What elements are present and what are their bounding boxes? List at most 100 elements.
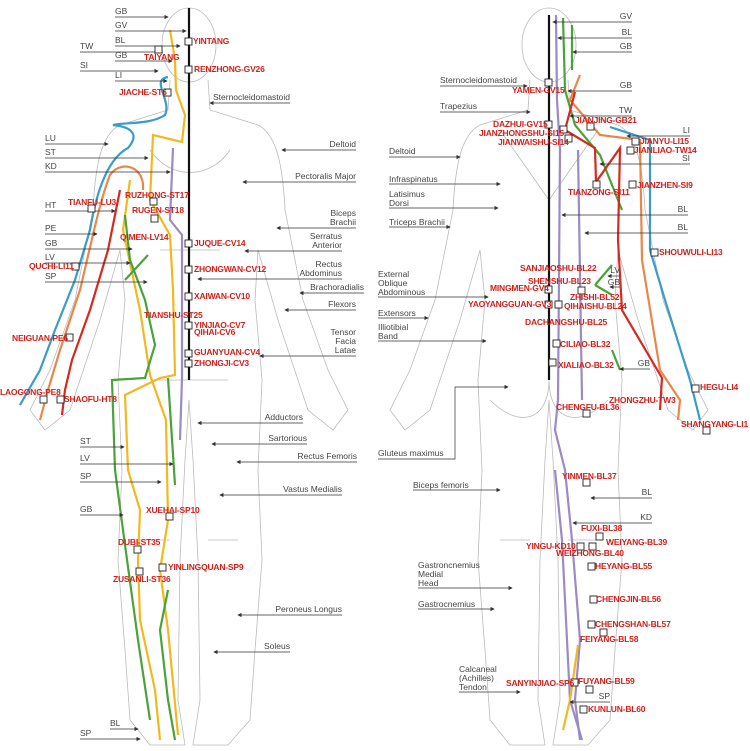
acupoint-label: SANJIAOSHU-BL22 xyxy=(520,263,597,273)
muscle-label: Rectus Abdominus xyxy=(299,259,342,278)
acupoint-label: YINMEN-BL37 xyxy=(562,471,617,481)
acupoint-label: ZHONGWAN-CV12 xyxy=(194,264,267,274)
acupoint-label: XIALIAO-BL32 xyxy=(558,360,614,370)
muscle-label: Vastus Medialis xyxy=(283,484,342,494)
acupoint-label: JIANLIAO-TW14 xyxy=(634,145,697,155)
meridian-label: BL xyxy=(621,27,632,37)
meridian-label: BL xyxy=(110,718,121,728)
acupoint-label: ZHONGZHU-TW3 xyxy=(609,395,676,405)
meridian-label: KD xyxy=(45,161,57,171)
acupoint-label: RUZHONG-ST17 xyxy=(125,190,189,200)
muscle-label: Peroneus Longus xyxy=(275,604,342,614)
muscle-label: Serratus Anterior xyxy=(309,231,342,250)
acupoint-label: JUQUE-CV14 xyxy=(194,238,246,248)
meridian-label: SI xyxy=(681,153,690,163)
acupoint-label: TAIYANG xyxy=(144,52,180,62)
meridian-label: HT xyxy=(45,200,57,210)
acupoint-label: YAOYANGGUAN-GV3 xyxy=(468,299,552,309)
leader-lines xyxy=(45,14,690,742)
muscle-label: Biceps femoris xyxy=(413,480,469,490)
gb-meridian-line xyxy=(110,214,157,721)
acupoint-label: YINTANG xyxy=(193,36,230,46)
meridian-label: LI xyxy=(682,125,690,135)
acupoint-label: SHOUWULI-LI13 xyxy=(659,247,723,257)
muscle-label: Soleus xyxy=(264,641,290,651)
acupoint-label: SHENSHU-BL23 xyxy=(528,276,591,286)
acupoint-label: CHENGJIN-BL56 xyxy=(596,594,661,604)
meridian-label: GV xyxy=(115,20,128,30)
meridian-label: GB xyxy=(637,358,650,368)
muscle-label: Infraspinatus xyxy=(389,174,438,184)
acupoint-label: HEGU-LI4 xyxy=(700,382,739,392)
acupoint-label: JIANJING-GB21 xyxy=(575,115,637,125)
meridian-label: LV xyxy=(45,252,55,262)
acupoint-label: DUBI-ST35 xyxy=(118,537,161,547)
meridian-label: GB xyxy=(115,50,128,60)
acupoint-label: RENZHONG-GV26 xyxy=(194,64,265,74)
muscle-label: Biceps Brachii xyxy=(330,208,356,227)
meridian-label: SP xyxy=(80,728,92,738)
acupoint-markers xyxy=(39,37,711,714)
acupoint-label: LAOGONG-PE8 xyxy=(0,387,61,397)
acupoint-label: SHAOFU-HT8 xyxy=(64,394,117,404)
acupoint-label: YINJIAO-CV7 xyxy=(194,320,246,330)
meridian-label: BL xyxy=(677,222,688,232)
muscle-label: Deltoid xyxy=(329,139,356,149)
acupoint-label: CHENGFU-BL36 xyxy=(556,402,620,412)
pe-meridian-line xyxy=(38,165,145,421)
acupoint-label: QUCHI-LI11 xyxy=(29,261,74,271)
acupoint-label: YINGU-KD10 xyxy=(526,541,576,551)
muscle-label: External Oblique Abdominous xyxy=(378,269,426,297)
muscle-label: Gastroncnemius Medial Head xyxy=(418,560,480,588)
muscle-label: Latisimus Dorsi xyxy=(389,189,425,208)
acupoint-label: SHANGYANG-LI1 xyxy=(681,419,748,429)
meridian-label: GB xyxy=(45,238,58,248)
muscle-label: Pectoralis Major xyxy=(295,171,356,181)
acupoint-label: TIANZONG-SI11 xyxy=(568,187,630,197)
meridian-label: TW xyxy=(80,41,94,51)
meridian-label: GB xyxy=(607,277,620,287)
acupoint-label: ZHONGJI-CV3 xyxy=(194,358,249,368)
muscle-label: Gluteus maximus xyxy=(378,448,444,458)
lv-gb-meridian-line xyxy=(594,264,613,296)
li-meridian-line xyxy=(609,125,702,421)
meridian-label: GB xyxy=(80,504,93,514)
acupoint-label: WEIYANG-BL39 xyxy=(606,537,668,547)
acupoint-label: HEYANG-BL55 xyxy=(595,561,653,571)
meridian-label: TW xyxy=(618,105,632,115)
meridian-label: BL xyxy=(641,487,652,497)
meridian-label: SP xyxy=(80,471,92,481)
meridian-label: PE xyxy=(45,223,57,233)
muscle-label: Calcaneal (Achilles) Tendon xyxy=(459,664,497,692)
acupoint-label: JIANZHONGSHU-SI15 xyxy=(479,128,564,138)
muscle-label: Adductors xyxy=(264,412,303,422)
acupoint-label: FUYANG-BL59 xyxy=(578,676,635,686)
acupoint-label: QIHAI-CV6 xyxy=(194,327,236,337)
bl-meridian-line-outer xyxy=(553,149,584,741)
tw-meridian-line xyxy=(568,74,682,421)
meridian-label: SP xyxy=(45,271,57,281)
muscle-label: Extensors xyxy=(378,308,416,318)
meridian-label: GB xyxy=(115,6,128,16)
gb-meridian-line xyxy=(561,17,624,371)
acupoint-label: CHENGSHAN-BL57 xyxy=(595,619,671,629)
acupoint-label: ZHISHI-BL52 xyxy=(570,292,620,302)
meridian-label: GV xyxy=(619,11,632,21)
acupoint-label: DACHANGSHU-BL25 xyxy=(525,317,608,327)
acupoint-label: YINLINGQUAN-SP9 xyxy=(168,562,244,572)
muscle-label: Sternocleidomastoid xyxy=(440,75,518,85)
acupoint-label: MINGMEN-GV4 xyxy=(490,283,549,293)
acupoint-label: XAIWAN-CV10 xyxy=(194,291,250,301)
kd-meridian-line xyxy=(168,147,184,441)
si-meridian-line xyxy=(563,91,664,411)
acupoint-label: ZUSANLI-ST36 xyxy=(113,574,171,584)
muscle-label: Sternocleidomastoid xyxy=(212,92,290,102)
lv-meridian-line xyxy=(124,254,177,741)
meridian-label: SI xyxy=(80,60,89,70)
meridian-label: GB xyxy=(619,41,632,51)
acupoint-label: JIACHE-ST6 xyxy=(119,87,167,97)
front-meridian-lines xyxy=(19,8,191,741)
meridian-label: ST xyxy=(45,147,56,157)
